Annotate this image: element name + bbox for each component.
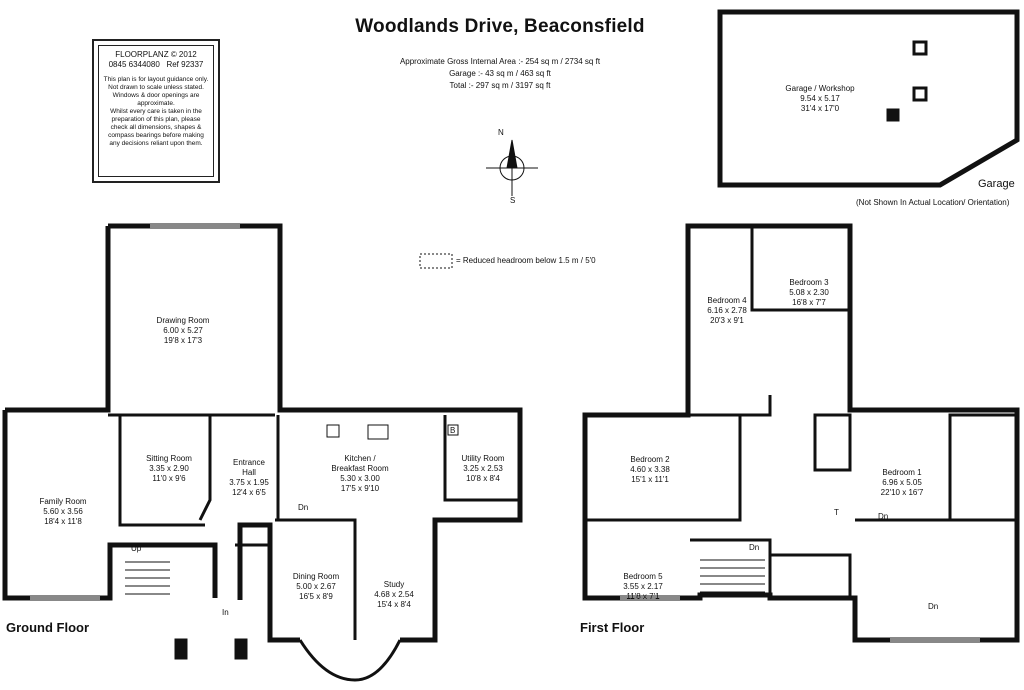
compass-n: N <box>498 128 504 137</box>
room-name: Hall <box>242 468 256 477</box>
room-imperial: 15'1 x 11'1 <box>631 475 669 484</box>
room-imperial: 18'4 x 11'8 <box>44 517 82 526</box>
room-metric: 3.55 x 2.17 <box>623 582 663 591</box>
room-metric: 6.96 x 5.05 <box>882 478 922 487</box>
disclaimer-line: any decisions reliant upon them. <box>109 140 203 147</box>
room-imperial: 16'5 x 8'9 <box>299 592 333 601</box>
room-metric: 3.35 x 2.90 <box>149 464 189 473</box>
ff-dn-label-2: Dn <box>878 512 889 521</box>
room-metric: 5.30 x 3.00 <box>340 474 380 483</box>
disclaimer-text: This plan is for layout guidance only.No… <box>99 76 213 148</box>
room-imperial: 17'5 x 9'10 <box>340 484 380 493</box>
disclaimer-box: FLOORPLANZ © 2012 0845 6344080 Ref 92337… <box>92 39 220 183</box>
ff-dn-label-3: Dn <box>928 602 939 611</box>
room-garage-workshop: Garage / Workshop 9.54 x 5.17 31'4 x 17'… <box>785 84 855 113</box>
ff-dn-label-1: Dn <box>749 543 760 552</box>
ground-floor-outline <box>2 223 523 643</box>
disclaimer-line: Whilst every care is taken in the <box>110 108 202 115</box>
room-imperial: 22'10 x 16'7 <box>880 488 924 497</box>
room-metric: 5.60 x 3.56 <box>43 507 83 516</box>
room-name: Bedroom 5 <box>623 572 663 581</box>
room-metric: 3.75 x 1.95 <box>229 478 269 487</box>
brand-name: FLOORPLANZ © 2012 <box>115 50 197 59</box>
room-imperial: 16'8 x 7'7 <box>792 298 826 307</box>
first-floor-label: First Floor <box>580 620 645 635</box>
room-metric: 5.08 x 2.30 <box>789 288 829 297</box>
room-name: Study <box>383 580 405 589</box>
room-metric: 6.16 x 2.78 <box>707 306 747 315</box>
disclaimer-line: approximate. <box>137 100 175 107</box>
room-name: Drawing Room <box>156 316 210 325</box>
room-imperial: 11'8 x 7'1 <box>626 592 660 601</box>
disclaimer-line: Not drawn to scale unless stated. <box>108 84 204 91</box>
disclaimer-line: preparation of this plan, please <box>111 116 201 123</box>
disclaimer-line: Windows & door openings are <box>112 92 200 99</box>
area-summary: Approximate Gross Internal Area :- 254 s… <box>330 56 670 92</box>
room-metric: 6.00 x 5.27 <box>163 326 203 335</box>
room-name: Kitchen / <box>344 454 376 463</box>
room-imperial: 15'4 x 8'4 <box>377 600 411 609</box>
garage-label: Garage <box>978 178 1015 190</box>
room-name: Family Room <box>39 497 87 506</box>
legend-text: = Reduced headroom below 1.5 m / 5'0 <box>456 256 596 265</box>
room-metric: 4.60 x 3.38 <box>630 465 670 474</box>
room-imperial: 10'8 x 8'4 <box>466 474 500 483</box>
area-total: Total :- 297 sq m / 3197 sq ft <box>449 81 551 90</box>
room-imperial: 19'8 x 17'3 <box>163 336 203 345</box>
room-imperial: 12'4 x 6'5 <box>232 488 266 497</box>
garage-outline <box>717 9 1020 188</box>
stairs-down-label: Dn <box>298 503 309 512</box>
plan-title: Woodlands Drive, Beaconsfield <box>355 16 645 37</box>
disclaimer-line: This plan is for layout guidance only. <box>103 76 209 83</box>
room-imperial: 11'0 x 9'6 <box>152 474 186 483</box>
room-metric: 5.00 x 2.67 <box>296 582 336 591</box>
room-metric: 3.25 x 2.53 <box>463 464 503 473</box>
disclaimer-line: check all dimensions, shapes & <box>110 124 202 131</box>
room-name: Utility Room <box>461 454 505 463</box>
room-metric: 4.68 x 2.54 <box>374 590 414 599</box>
room-name: Bedroom 4 <box>707 296 747 305</box>
tank-label: T <box>834 508 839 517</box>
boiler-label: B <box>450 426 456 435</box>
room-name: Breakfast Room <box>331 464 389 473</box>
ground-floor-label: Ground Floor <box>6 620 90 635</box>
compass-s: S <box>510 196 516 205</box>
garage-note: (Not Shown In Actual Location/ Orientati… <box>856 198 1010 207</box>
room-name: Sitting Room <box>146 454 192 463</box>
area-internal: Approximate Gross Internal Area :- 254 s… <box>399 57 601 66</box>
room-name: Entrance <box>232 458 266 467</box>
room-imperial: 20'3 x 9'1 <box>710 316 744 325</box>
room-name: Bedroom 1 <box>882 468 922 477</box>
room-name: Bedroom 3 <box>789 278 829 287</box>
room-name: Bedroom 2 <box>630 455 670 464</box>
room-name: Dining Room <box>292 572 340 581</box>
area-garage: Garage :- 43 sq m / 463 sq ft <box>449 69 551 78</box>
brand-contact: 0845 6344080 Ref 92337 <box>108 60 204 69</box>
disclaimer-line: compass bearings before making <box>108 132 204 139</box>
stairs-up-label: Up <box>131 544 142 553</box>
entrance-label: In <box>222 608 229 617</box>
